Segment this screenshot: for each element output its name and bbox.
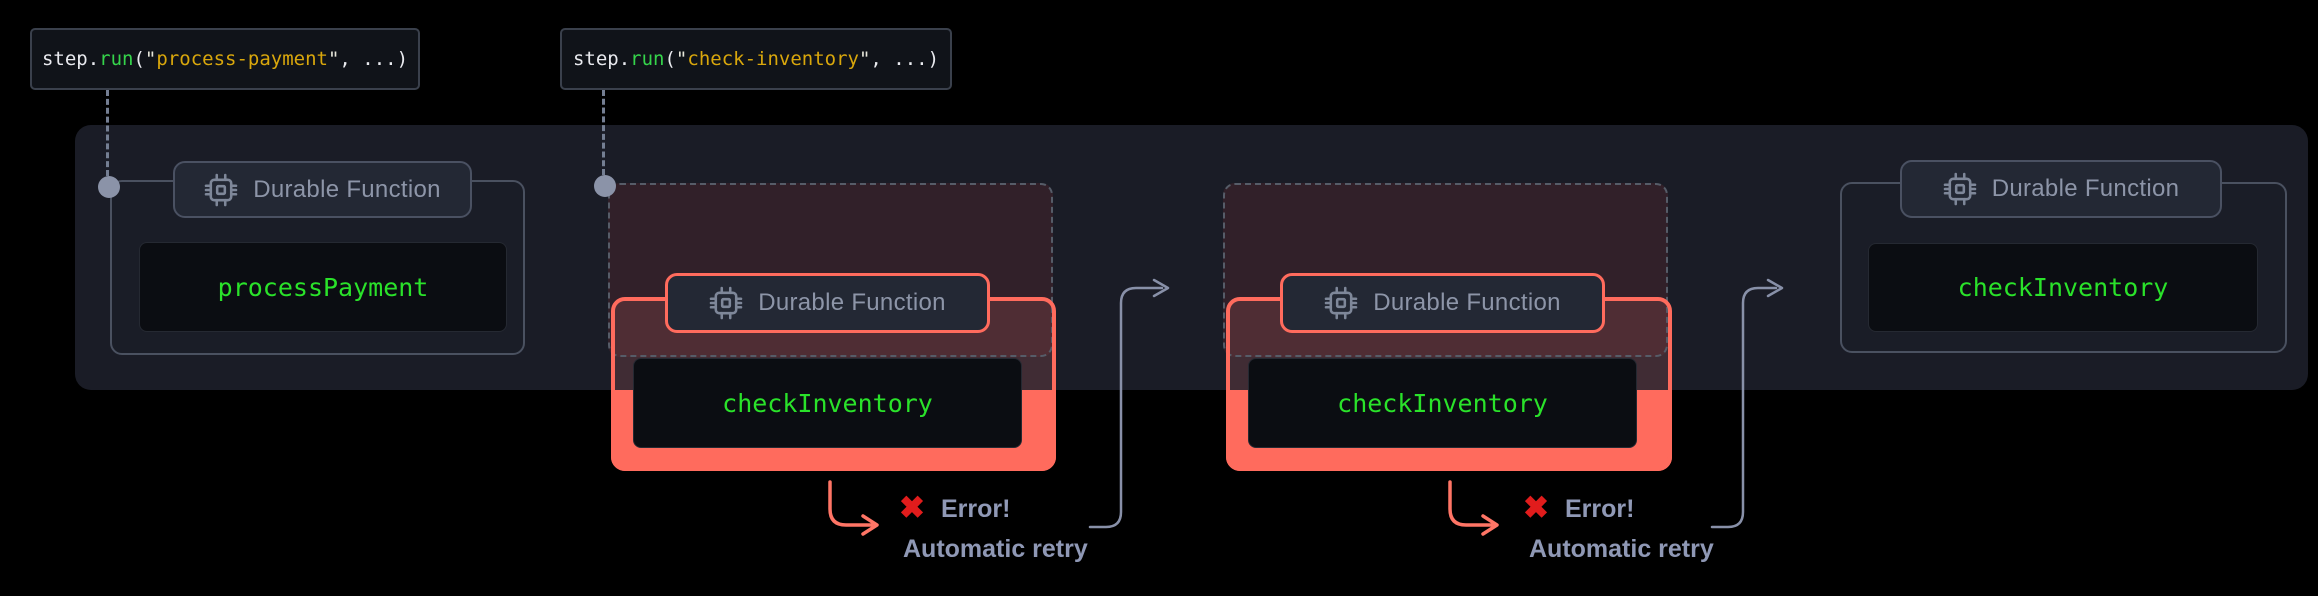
code-token-object: step. <box>572 48 631 70</box>
step-drop-line-2 <box>602 90 605 175</box>
durable-function-badge-2: Durable Function <box>665 273 990 333</box>
function-name-box-3: checkInventory <box>1248 358 1637 448</box>
code-token-rest: , ...) <box>870 48 940 70</box>
code-token-rest: , ...) <box>339 48 409 70</box>
code-token-quote: " <box>675 48 688 70</box>
error-label: Error! <box>1565 495 1635 523</box>
function-name-box-2: checkInventory <box>633 358 1022 448</box>
code-tooltip-process-payment: step.run("process-payment", ...) <box>30 28 420 90</box>
badge-label: Durable Function <box>253 175 441 203</box>
durable-function-badge-4: Durable Function <box>1900 160 2222 218</box>
function-name: checkInventory <box>1957 273 2169 302</box>
step-drop-line-1 <box>106 90 109 176</box>
function-name-box-4: checkInventory <box>1868 243 2258 332</box>
function-name: checkInventory <box>1337 388 1548 418</box>
code-token-quote: " <box>858 48 871 70</box>
error-x-icon: ✖ <box>1523 490 1549 525</box>
code-token-step-id: check-inventory <box>687 48 859 70</box>
code-token-object: step. <box>41 48 100 70</box>
code-token-quote: " <box>144 48 157 70</box>
error-label: Error! <box>941 495 1011 523</box>
code-token-quote: " <box>327 48 340 70</box>
code-tooltip-check-inventory: step.run("check-inventory", ...) <box>560 28 952 90</box>
cpu-chip-icon <box>204 173 238 206</box>
durable-function-badge-1: Durable Function <box>173 161 472 218</box>
error-arrow-2 <box>1448 480 1499 536</box>
badge-label: Durable Function <box>1373 289 1561 316</box>
function-name: processPayment <box>217 272 429 302</box>
code-token-step-id: process-payment <box>156 48 328 70</box>
cpu-chip-icon <box>1943 172 1976 206</box>
cpu-chip-icon <box>1324 286 1358 320</box>
code-token-paren: ( <box>664 48 676 70</box>
step-connector-dot-1 <box>98 176 120 198</box>
cpu-chip-icon <box>709 286 743 320</box>
code-token-method: run <box>630 48 665 70</box>
badge-label: Durable Function <box>1991 175 2180 202</box>
code-token-method: run <box>99 48 134 70</box>
function-name: checkInventory <box>722 388 933 418</box>
function-name-box-1: processPayment <box>139 242 507 332</box>
automatic-retry-label: Automatic retry <box>903 535 1088 563</box>
error-x-icon: ✖ <box>899 490 925 525</box>
step-connector-dot-2 <box>594 175 616 197</box>
durable-function-badge-3: Durable Function <box>1280 273 1605 333</box>
code-token-paren: ( <box>133 48 145 70</box>
automatic-retry-label: Automatic retry <box>1529 535 1714 563</box>
badge-label: Durable Function <box>758 289 946 316</box>
error-arrow-1 <box>828 480 879 536</box>
